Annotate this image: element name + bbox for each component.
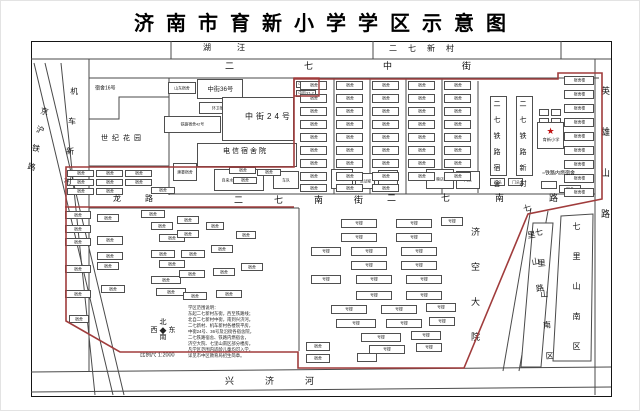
- street-label-h: 中街24号: [245, 112, 293, 121]
- street-label-h: 兴济河: [225, 376, 346, 386]
- compass-south: 南: [159, 334, 167, 341]
- street-label-v: 二七铁路宿舍: [493, 100, 500, 196]
- street-label-h-band: 二七新村: [389, 44, 465, 53]
- street-label-v: 英雄山路: [600, 86, 610, 250]
- street-label-h: ○铁路内燃宿舍: [542, 171, 576, 176]
- scale-text: 比例尺 1:2000: [140, 352, 175, 359]
- legend-line: 中街24号、36号及沿街各宿舍院，: [188, 330, 255, 335]
- compass: 北 西 ◆ 东 南: [141, 319, 185, 341]
- school-star-icon: ★: [546, 125, 555, 136]
- compass-east: 东: [168, 326, 176, 334]
- legend-line: 二七铁路宿舍、铁路内燃宿舍，: [188, 336, 249, 341]
- compass-diamond-icon: ◆: [159, 325, 167, 335]
- school-name: 育新小学: [542, 137, 559, 142]
- legend-line: 详见市中区教育局招生简章。: [188, 354, 245, 359]
- school-marker: ★ 育新小学: [537, 122, 564, 149]
- street-label-h: 宿舍16号: [95, 86, 116, 91]
- street-label-v: 京沪铁路: [24, 106, 50, 183]
- street-label-v: 二七铁路新村: [519, 100, 526, 196]
- compass-west: 西: [150, 326, 158, 334]
- legend-line: 凡学区范围内适龄儿童均可入学，: [188, 348, 254, 353]
- street-label-v: 七里山南区: [572, 222, 581, 372]
- street-label-v: 机车新村: [61, 86, 79, 208]
- legend-notes: 学区范围说明：东起二七新村东街，西至铁路线；北自二七新村中街，南到兴济河。二七新…: [188, 306, 304, 360]
- street-label-h-band: 湖汪: [203, 43, 271, 52]
- street-label-h: 龙路: [113, 194, 177, 203]
- legend-line: 东起二七新村东街，西至铁路线；: [188, 312, 254, 317]
- street-label-h: 电信宿舍院: [223, 148, 268, 155]
- street-label-v: 济空大院: [470, 227, 480, 367]
- street-label-h: 二七南街: [234, 195, 395, 205]
- page-title: 济南市育新小学学区示意图: [134, 13, 518, 35]
- legend-line: 学区范围说明：: [188, 306, 219, 311]
- legend-line: 济空大院、七里山南区部分楼房。: [188, 342, 254, 347]
- legend-line: 二七新村、机车新村各楼院平房，: [188, 324, 254, 329]
- street-label-h: 二七中街: [225, 61, 542, 71]
- street-label-h: 世纪花园: [101, 135, 145, 142]
- legend-line: 北自二七新村中街，南到兴济河。: [188, 318, 254, 323]
